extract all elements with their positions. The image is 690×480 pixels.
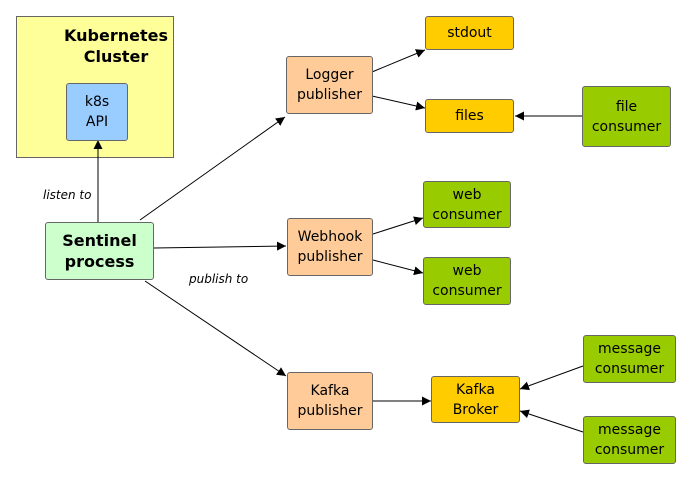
stdout-node: stdout [425,16,514,50]
edge-logger-to-files [371,95,426,111]
listen-to-label: listen to [43,188,92,202]
message-consumer-node-1: message consumer [583,335,676,383]
edge-sentinel-to-kafka [144,280,287,377]
web-consumer-node-1: web consumer [423,181,511,228]
file-consumer-node: file consumer [582,86,671,147]
edge-sentinel-to-webhook [153,241,287,251]
edge-webhook-to-web-consumer-2 [372,259,424,276]
sentinel-process-node: Sentinel process [45,222,154,280]
k8s-api-node: k8s API [66,83,128,141]
kafka-publisher-node: Kafka publisher [287,372,373,430]
edge-message-consumer-2-to-broker [519,409,584,433]
kubernetes-cluster-title: Kubernetes Cluster [64,26,168,66]
web-consumer-node-2: web consumer [423,257,511,305]
webhook-publisher-node: Webhook publisher [287,218,373,276]
edge-message-consumer-1-to-broker [519,365,584,391]
edge-logger-to-stdout [371,49,426,73]
edge-sentinel-to-logger [139,116,286,221]
files-node: files [425,99,514,133]
edge-webhook-to-web-consumer-1 [372,216,424,235]
publish-to-label: publish to [189,272,249,286]
message-consumer-node-2: message consumer [583,416,676,464]
kafka-broker-node: Kafka Broker [431,376,520,423]
logger-publisher-node: Logger publisher [286,56,373,114]
